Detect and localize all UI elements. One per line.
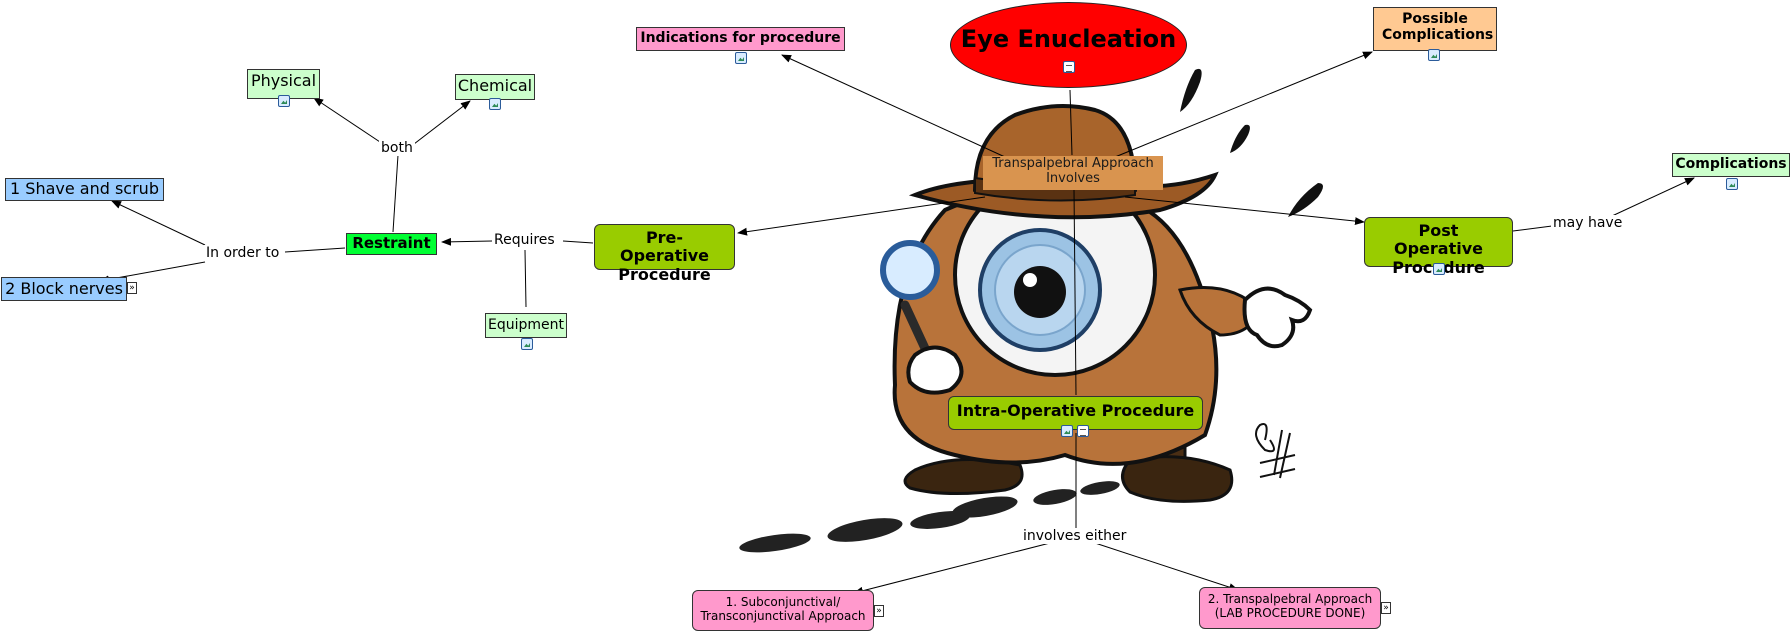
- indications-label: Indications for procedure: [640, 30, 841, 46]
- pre-operative-label: Pre-Operative Procedure: [618, 228, 711, 284]
- transpalpebral-involves-node[interactable]: Transpalpebral Approach Involves: [983, 156, 1163, 190]
- shave-scrub-node[interactable]: 1 Shave and scrub: [5, 178, 164, 201]
- document-icon[interactable]: [1062, 60, 1075, 73]
- intra-operative-node[interactable]: Intra-Operative Procedure: [948, 396, 1203, 430]
- physical-label: Physical: [250, 71, 317, 90]
- link-in-order-to: In order to: [204, 245, 282, 261]
- image-icon[interactable]: [489, 98, 501, 110]
- shave-scrub-label: 1 Shave and scrub: [10, 179, 159, 198]
- complications-node[interactable]: Complications: [1672, 153, 1790, 177]
- subconjunctival-node[interactable]: 1. Subconjunctival/ Transconjunctival Ap…: [692, 590, 874, 631]
- image-icon[interactable]: [278, 95, 290, 107]
- chemical-node[interactable]: Chemical: [455, 74, 535, 100]
- image-icon[interactable]: [1061, 425, 1073, 437]
- image-icon[interactable]: [1726, 178, 1738, 190]
- title-text: Eye Enucleation: [960, 25, 1177, 53]
- connector-lines: [99, 51, 1695, 595]
- expand-icon[interactable]: »: [874, 605, 884, 617]
- restraint-node[interactable]: Restraint: [346, 233, 437, 255]
- image-icon[interactable]: [1428, 49, 1440, 61]
- complications-label: Complications: [1675, 156, 1787, 172]
- document-icon[interactable]: [1077, 425, 1089, 437]
- image-icon[interactable]: [1433, 263, 1445, 275]
- intra-operative-label: Intra-Operative Procedure: [956, 401, 1195, 420]
- indications-node[interactable]: Indications for procedure: [636, 27, 845, 51]
- block-nerves-label: 2 Block nerves: [5, 279, 123, 298]
- link-both: both: [379, 140, 415, 156]
- link-involves-either: involves either: [1021, 528, 1129, 544]
- transpalpebral-lab-node[interactable]: 2. Transpalpebral Approach (LAB PROCEDUR…: [1199, 587, 1381, 629]
- equipment-label: Equipment: [488, 317, 564, 333]
- restraint-label: Restraint: [352, 234, 431, 252]
- pre-operative-node[interactable]: Pre-Operative Procedure: [594, 224, 735, 283]
- detective-eyeball-illustration: [739, 68, 1323, 553]
- transpalpebral-involves-label: Transpalpebral Approach Involves: [992, 156, 1154, 186]
- chemical-label: Chemical: [457, 76, 533, 95]
- link-requires: Requires: [492, 232, 557, 248]
- possible-complications-label: Possible Complications: [1382, 11, 1494, 44]
- title-node[interactable]: Eye Enucleation: [950, 2, 1187, 88]
- expand-icon[interactable]: »: [127, 282, 137, 294]
- possible-complications-node[interactable]: Possible Complications: [1373, 7, 1497, 51]
- equipment-node[interactable]: Equipment: [485, 313, 567, 338]
- post-operative-node[interactable]: Post Operative Procedure: [1364, 217, 1513, 276]
- block-nerves-node[interactable]: 2 Block nerves: [1, 277, 127, 301]
- expand-icon[interactable]: »: [1381, 602, 1391, 614]
- link-may-have: may have: [1551, 215, 1625, 231]
- image-icon[interactable]: [735, 52, 747, 64]
- image-icon[interactable]: [521, 338, 533, 350]
- physical-node[interactable]: Physical: [247, 69, 320, 99]
- transpalpebral-lab-label: 2. Transpalpebral Approach (LAB PROCEDUR…: [1207, 592, 1373, 620]
- subconjunctival-label: 1. Subconjunctival/ Transconjunctival Ap…: [700, 595, 866, 623]
